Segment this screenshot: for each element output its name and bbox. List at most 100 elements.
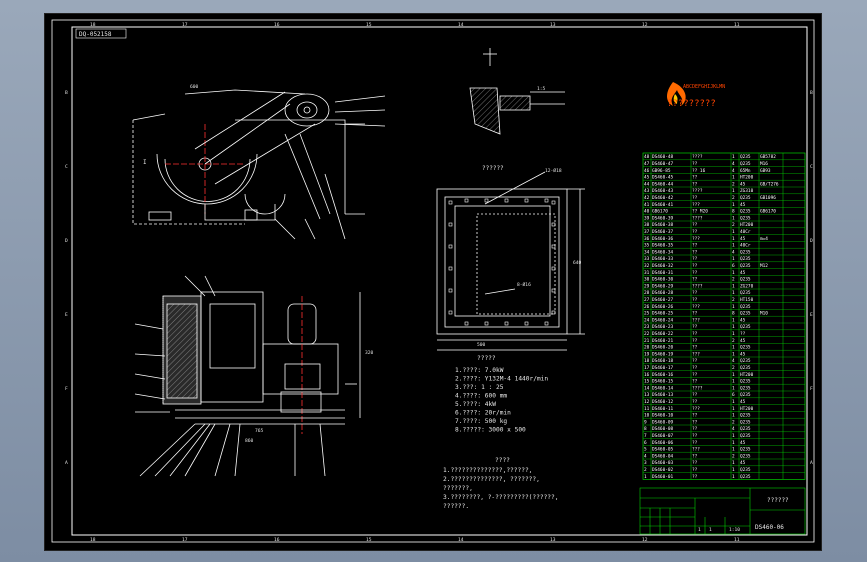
bom-qty: 2 [732, 181, 735, 187]
bom-name: ??? [692, 202, 700, 208]
bom-material: Q235 [740, 215, 751, 221]
bom-qty: 1 [732, 474, 735, 480]
bom-material: Q235 [740, 324, 751, 330]
bom-no: 12 [644, 399, 650, 405]
bolt-holes [448, 198, 556, 326]
bom-no: 32 [644, 263, 650, 269]
front-view [132, 89, 386, 240]
bom-qty: 4 [732, 168, 735, 174]
title-block-scale: 1:10 [729, 527, 740, 533]
zone-col-top: 18 [90, 22, 96, 28]
bom-code: DS460-05 [652, 447, 674, 453]
tech-params-title: ????? [477, 355, 496, 362]
bolt-hole [551, 266, 556, 271]
tech-param-line: 1.????: 7.0kW [455, 367, 504, 374]
drawing-canvas: DQ-052158 181817171616151514141313121211… [51, 19, 815, 543]
zone-col-bottom: 12 [642, 537, 648, 543]
bom-qty: 1 [732, 460, 735, 466]
bom-code: DS460-32 [652, 263, 674, 269]
bom-name: ???? [692, 154, 703, 160]
bom-qty: 1 [732, 447, 735, 453]
bom-material: ZG270 [740, 283, 754, 289]
bom-no: 7 [644, 433, 647, 439]
bom-name: ?? [692, 195, 698, 201]
bom-no: 40 [644, 209, 650, 215]
bom-code: DS460-45 [652, 175, 674, 181]
bom-code: DS460-19 [652, 351, 674, 357]
bom-name: ?? [692, 365, 698, 371]
bom-no: 37 [644, 229, 650, 235]
bom-name: ??? [692, 406, 700, 412]
bom-name: ?? [692, 331, 698, 337]
bom-note: m=4 [760, 236, 768, 242]
bom-code: DS460-02 [652, 467, 674, 473]
inner-frame [71, 26, 808, 536]
bom-name: ???? [692, 283, 703, 289]
bom-no: 29 [644, 283, 650, 289]
bom-no: 27 [644, 297, 650, 303]
bom-material: Q235 [740, 154, 751, 160]
bom-qty: 8 [732, 209, 735, 215]
bom-no: 11 [644, 406, 650, 412]
bom-qty: 1 [732, 385, 735, 391]
bom-name: ??? [692, 317, 700, 323]
zone-row-right: E [810, 312, 813, 318]
bom-material: Q235 [740, 447, 751, 453]
bom-code: DS460-27 [652, 297, 674, 303]
bolt-hole [551, 244, 556, 249]
bom-name: ?? [692, 372, 698, 378]
zone-row-right: C [810, 164, 813, 170]
bom-no: 35 [644, 243, 650, 249]
tech-req-line: ??????. [443, 503, 469, 510]
bom-qty: 1 [732, 317, 735, 323]
bom-code: DS460-21 [652, 338, 674, 344]
title-block-title: ?????? [767, 497, 789, 504]
bom-material: Q235 [740, 161, 751, 167]
bom-qty: 1 [732, 379, 735, 385]
zone-col-top: 17 [182, 22, 188, 28]
bom-code: DS460-07 [652, 433, 674, 439]
bom-material: Q235 [740, 263, 751, 269]
bom-code: DS460-01 [652, 474, 674, 480]
bom-name: ?? [692, 297, 698, 303]
bom-code: DS460-39 [652, 215, 674, 221]
outer-frame [51, 19, 815, 543]
bom-qty: 4 [732, 161, 735, 167]
zone-col-bottom: 18 [90, 537, 96, 543]
bom-name: ??? [692, 447, 700, 453]
section-hole-callout-1: 12-Ø18 [545, 167, 562, 174]
bolt-hole [504, 321, 509, 326]
bom-no: 24 [644, 317, 650, 323]
bom-no: 38 [644, 222, 650, 228]
bom-note: M16 [760, 161, 768, 167]
bom-code: DS460-09 [652, 419, 674, 425]
bom-no: 31 [644, 270, 650, 276]
bolt-hole [544, 321, 549, 326]
bom-material: Q235 [740, 467, 751, 473]
zone-col-bottom: 15 [366, 537, 372, 543]
bom-no: 41 [644, 202, 650, 208]
front-view-dim-label: 600 [190, 84, 199, 90]
bolt-hole [524, 198, 529, 203]
tech-param-line: 8.?????: 3000 x 500 [455, 427, 526, 434]
bom-no: 4 [644, 453, 647, 459]
bom-no: 47 [644, 161, 650, 167]
